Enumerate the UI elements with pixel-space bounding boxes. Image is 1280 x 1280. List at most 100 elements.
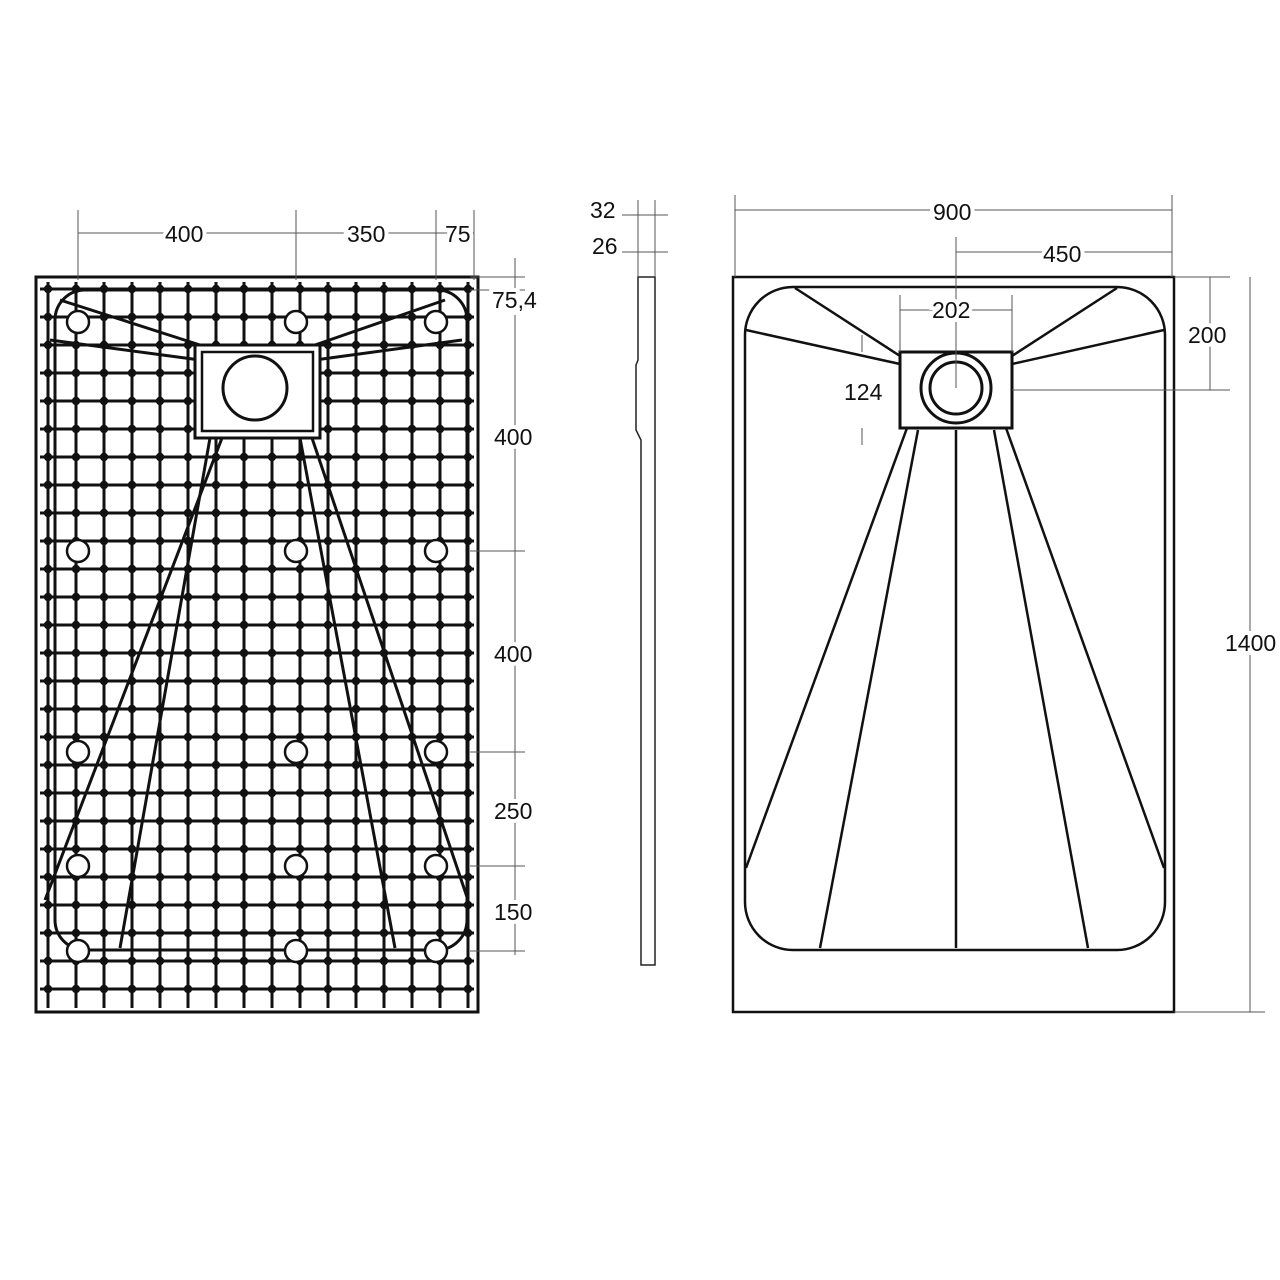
grid-node	[323, 676, 333, 686]
grid-node	[71, 844, 81, 854]
grid-node	[211, 732, 221, 742]
grid-node	[155, 648, 165, 658]
grid-node	[43, 592, 53, 602]
grid-node	[239, 536, 249, 546]
grid-node	[323, 984, 333, 994]
grid-node	[99, 984, 109, 994]
grid-node	[267, 788, 277, 798]
grid-node	[155, 872, 165, 882]
grid-node	[407, 396, 417, 406]
grid-node	[211, 788, 221, 798]
grid-node	[267, 816, 277, 826]
grid-node	[71, 620, 81, 630]
grid-node	[407, 984, 417, 994]
grid-node	[127, 536, 137, 546]
grid-node	[323, 844, 333, 854]
support-foot	[423, 309, 449, 335]
grid-node	[183, 508, 193, 518]
grid-node	[127, 424, 137, 434]
grid-node	[183, 984, 193, 994]
grid-node	[351, 844, 361, 854]
grid-node	[183, 704, 193, 714]
grid-node	[435, 984, 445, 994]
grid-node	[351, 396, 361, 406]
support-foot	[65, 538, 91, 564]
grid-node	[351, 760, 361, 770]
grid-node	[351, 536, 361, 546]
grid-node	[239, 312, 249, 322]
grid-node	[323, 620, 333, 630]
dim-250: 250	[494, 798, 532, 824]
grid-node	[435, 480, 445, 490]
grid-node	[43, 424, 53, 434]
grid-node	[43, 452, 53, 462]
drain-channel	[310, 437, 470, 901]
grid-node	[379, 480, 389, 490]
grid-node	[407, 704, 417, 714]
grid-node	[239, 984, 249, 994]
grid-node	[71, 452, 81, 462]
grid-node	[99, 368, 109, 378]
grid-node	[407, 536, 417, 546]
grid-node	[127, 620, 137, 630]
grid-node	[435, 704, 445, 714]
grid-node	[43, 984, 53, 994]
grid-node	[211, 872, 221, 882]
grid-node	[407, 452, 417, 462]
grid-node	[435, 368, 445, 378]
dim-75-4: 75,4	[492, 287, 537, 313]
grid-node	[379, 732, 389, 742]
grid-node	[155, 508, 165, 518]
grid-node	[323, 760, 333, 770]
grid-node	[239, 508, 249, 518]
grid-node	[43, 396, 53, 406]
grid-node	[239, 564, 249, 574]
grid-node	[127, 452, 137, 462]
grid-node	[323, 732, 333, 742]
grid-node	[155, 424, 165, 434]
grid-node	[211, 760, 221, 770]
grid-node	[351, 648, 361, 658]
grid-node	[155, 956, 165, 966]
grid-node	[295, 620, 305, 630]
grid-node	[323, 704, 333, 714]
grid-node	[435, 648, 445, 658]
tray-basin	[743, 285, 1167, 952]
grid-node	[295, 928, 305, 938]
grid-node	[43, 536, 53, 546]
grid-node	[239, 760, 249, 770]
grid-node	[71, 592, 81, 602]
grid-node	[351, 368, 361, 378]
grid-node	[435, 452, 445, 462]
dim-150: 150	[494, 899, 532, 925]
drain-channel	[43, 437, 224, 901]
grid-node	[71, 704, 81, 714]
grid-node	[71, 788, 81, 798]
grid-node	[43, 368, 53, 378]
basin-outline	[53, 288, 469, 952]
grid-node	[127, 564, 137, 574]
dim-900: 900	[933, 199, 971, 225]
grid-node	[435, 508, 445, 518]
grid-node	[155, 452, 165, 462]
grid-node	[407, 928, 417, 938]
grid-node	[211, 984, 221, 994]
grid-node	[323, 452, 333, 462]
dim-450: 450	[1043, 241, 1081, 267]
grid-node	[379, 676, 389, 686]
grid-node	[155, 844, 165, 854]
grid-node	[239, 648, 249, 658]
grid-node	[239, 620, 249, 630]
grid-node	[43, 648, 53, 658]
support-foot	[283, 309, 309, 335]
grid-node	[267, 900, 277, 910]
grid-node	[267, 928, 277, 938]
grid-node	[43, 340, 53, 350]
grid-node	[351, 340, 361, 350]
grid-node	[295, 648, 305, 658]
grid-node	[43, 872, 53, 882]
grid-node	[435, 844, 445, 854]
grid-node	[127, 508, 137, 518]
grid-node	[435, 900, 445, 910]
grid-node	[43, 844, 53, 854]
